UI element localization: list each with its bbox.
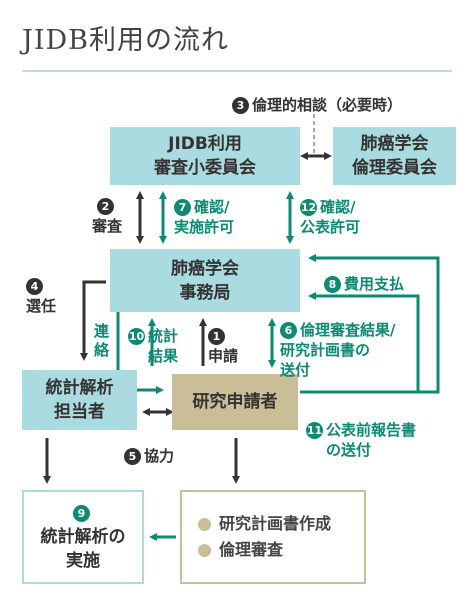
step-3-text: 倫理的相談（必要時） bbox=[252, 96, 403, 114]
step-badge-7: 7 bbox=[174, 199, 191, 216]
step-badge-9: 9 bbox=[73, 505, 90, 522]
bullet-dot bbox=[198, 543, 211, 557]
researcher-label: 研究申請者 bbox=[192, 392, 278, 412]
prep-item-plan-text: 研究計画書作成 bbox=[219, 514, 332, 533]
step-badge-12: 12 bbox=[300, 199, 317, 216]
step-badge-4: 4 bbox=[26, 278, 43, 295]
arrow-loop-outer bbox=[300, 254, 440, 394]
ethics-committee-box: 肺癌学会 倫理委員会 bbox=[333, 127, 456, 185]
page-title: JIDB利用の流れ bbox=[22, 25, 229, 56]
step-badge-3: 3 bbox=[232, 97, 249, 114]
prep-item-ethics-text: 倫理審査 bbox=[219, 540, 284, 559]
contact-char1: 連 bbox=[94, 322, 110, 340]
prep-item-ethics: 倫理審査 bbox=[198, 537, 283, 563]
step-11-line2: の送付 bbox=[326, 441, 372, 459]
ethics-committee-line1: 肺癌学会 bbox=[360, 134, 429, 154]
step-badge-6: 6 bbox=[280, 322, 297, 339]
step-12-line2: 公表許可 bbox=[300, 218, 361, 236]
step-1-text: 申請 bbox=[208, 347, 239, 365]
title-divider bbox=[22, 70, 452, 72]
arrow-fee-payment bbox=[308, 292, 420, 392]
prep-item-plan: 研究計画書作成 bbox=[198, 511, 331, 537]
stats-person-line1: 統計解析 bbox=[45, 378, 114, 398]
step-8-text: 費用支払 bbox=[344, 275, 405, 293]
subcommittee-line2: 審査小委員会 bbox=[154, 158, 256, 178]
stats-person-line2: 担当者 bbox=[54, 402, 105, 422]
stats-execution-line1: 統計解析の bbox=[40, 527, 126, 547]
step-badge-1: 1 bbox=[208, 328, 225, 345]
preparation-box: 研究計画書作成 倫理審査 bbox=[180, 490, 366, 584]
step-7-line1: 確認/ bbox=[194, 198, 230, 216]
step-6-line1: 倫理審査結果/ bbox=[300, 321, 396, 339]
step-badge-2: 2 bbox=[97, 198, 114, 215]
step-badge-5: 5 bbox=[124, 448, 141, 465]
secretariat-box: 肺癌学会 事務局 bbox=[110, 249, 300, 312]
subcommittee-box: JIDB利用 審査小委員会 bbox=[110, 127, 300, 185]
stats-person-box: 統計解析 担当者 bbox=[22, 370, 137, 430]
secretariat-line2: 事務局 bbox=[179, 282, 231, 303]
contact-label: 連 絡 bbox=[94, 322, 109, 360]
step-5-text: 協力 bbox=[144, 447, 175, 465]
researcher-box: 研究申請者 bbox=[172, 374, 298, 430]
stats-execution-number: 9 bbox=[73, 501, 93, 525]
step-2-text: 審査 bbox=[92, 217, 123, 235]
ethics-committee-line2: 倫理委員会 bbox=[352, 158, 437, 178]
contact-char2: 絡 bbox=[94, 341, 110, 359]
stats-execution-box: 9 統計解析の 実施 bbox=[22, 490, 144, 584]
step-12-line1: 確認/ bbox=[320, 198, 356, 216]
stats-execution-line2: 実施 bbox=[66, 551, 100, 571]
step-6-line3: 送付 bbox=[280, 361, 311, 379]
step-4-text: 選任 bbox=[26, 297, 57, 315]
step-badge-8: 8 bbox=[324, 276, 341, 293]
bullet-dot bbox=[198, 517, 211, 531]
step-7-line2: 実施許可 bbox=[174, 218, 235, 236]
step-11-line1: 公表前報告書 bbox=[326, 421, 417, 439]
step-10-line2: 結果 bbox=[148, 347, 179, 365]
step-badge-11: 11 bbox=[306, 422, 323, 439]
step-6-line2: 研究計画書の bbox=[280, 341, 371, 359]
step-badge-10: 10 bbox=[128, 328, 145, 345]
arrow-assign bbox=[80, 280, 106, 361]
secretariat-line1: 肺癌学会 bbox=[171, 258, 239, 279]
step-1-label: 1 申請 bbox=[208, 326, 238, 366]
subcommittee-line1: JIDB利用 bbox=[168, 134, 242, 154]
step-10-line1: 統計 bbox=[148, 327, 179, 345]
step-2-label: 2 審査 bbox=[92, 196, 122, 236]
step-4-label: 4 選任 bbox=[26, 276, 56, 316]
